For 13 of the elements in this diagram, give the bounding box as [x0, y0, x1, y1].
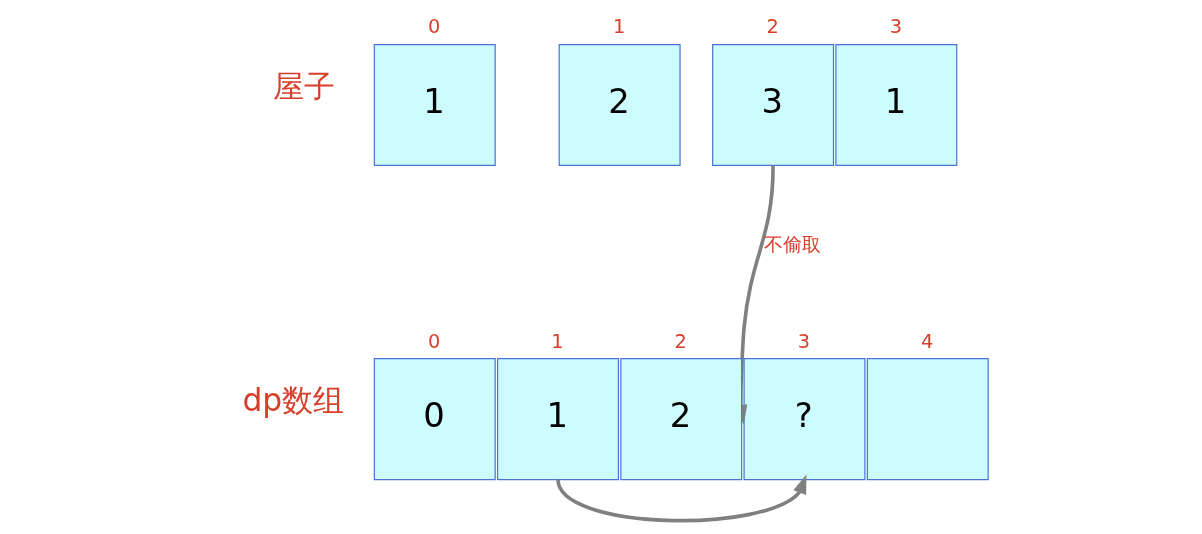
arrow	[555, 474, 806, 523]
edge-label: 不偷取	[763, 232, 821, 256]
node-label: 1	[550, 329, 564, 353]
label: 屋子	[272, 67, 335, 104]
node-label: 3	[889, 15, 902, 39]
node-label: 1	[612, 15, 625, 39]
node-label: 0	[427, 15, 440, 39]
node-label: 4	[920, 329, 933, 353]
node-label: 3	[797, 329, 810, 353]
node-label: 2	[674, 329, 687, 353]
node-label: 0	[427, 329, 440, 353]
node-label: 2	[765, 15, 779, 39]
label: dp数组	[241, 382, 344, 419]
